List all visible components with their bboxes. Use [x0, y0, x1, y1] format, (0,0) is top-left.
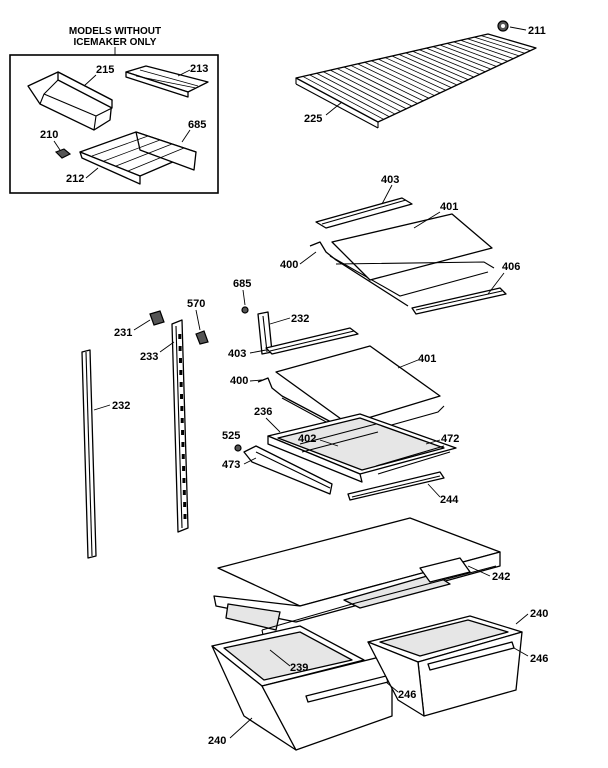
callout-244: 244 [440, 494, 459, 506]
ice-rack-part [79, 131, 197, 185]
right-crisper-drawer-part [367, 615, 523, 717]
callout-473: 473 [222, 459, 240, 471]
callout-685-inset: 685 [188, 119, 206, 131]
callout-240-left: 240 [208, 735, 226, 747]
callout-246-left: 246 [398, 689, 416, 701]
callout-212: 212 [66, 173, 84, 185]
callout-403-mid: 403 [228, 348, 246, 360]
callout-233: 233 [140, 351, 158, 363]
left-crisper-drawer-part [211, 625, 393, 751]
inset-fastener-part [54, 148, 72, 159]
callout-685: 685 [233, 278, 251, 290]
screw-525-part [234, 444, 242, 452]
callout-236: 236 [254, 406, 272, 418]
callout-232-right: 232 [291, 313, 309, 325]
callout-240-right: 240 [530, 608, 548, 620]
shelf-stop-part [497, 20, 509, 32]
ice-tray-part [125, 65, 209, 98]
callout-242: 242 [492, 571, 510, 583]
callout-406: 406 [502, 261, 520, 273]
callout-215: 215 [96, 64, 114, 76]
callout-213: 213 [190, 63, 208, 75]
callout-403-top: 403 [381, 174, 399, 186]
inset-title-line1: MODELS WITHOUT [69, 26, 161, 37]
callout-570: 570 [187, 298, 205, 310]
callout-472: 472 [441, 433, 459, 445]
ladder-rail-part [171, 319, 189, 533]
icemaker-inset: MODELS WITHOUT ICEMAKER ONLY [9, 26, 219, 194]
crisper-cover-part [213, 517, 501, 643]
callout-211: 211 [528, 25, 546, 37]
callout-231: 231 [114, 327, 132, 339]
middle-shelf-assembly [257, 327, 445, 437]
callout-402: 402 [298, 433, 316, 445]
inset-title-line2: ICEMAKER ONLY [74, 37, 157, 48]
screw-570-part [195, 330, 209, 345]
callout-400-top: 400 [280, 259, 298, 271]
callout-525: 525 [222, 430, 240, 442]
deli-drawer-part [267, 413, 457, 483]
upper-shelf-assembly [309, 197, 507, 315]
callout-400-mid: 400 [230, 375, 248, 387]
callout-246-right: 246 [530, 653, 548, 665]
callout-401-top: 401 [440, 201, 458, 213]
left-support-rail-part [81, 349, 97, 559]
bracket-clip-part [149, 310, 165, 326]
callout-210: 210 [40, 129, 58, 141]
wire-shelf-part [295, 33, 537, 129]
screw-685-part [241, 306, 249, 314]
callout-232-left: 232 [112, 400, 130, 412]
callout-401-mid: 401 [418, 353, 436, 365]
callout-225: 225 [304, 113, 322, 125]
ice-bin-part [27, 71, 113, 131]
callout-239: 239 [290, 662, 308, 674]
